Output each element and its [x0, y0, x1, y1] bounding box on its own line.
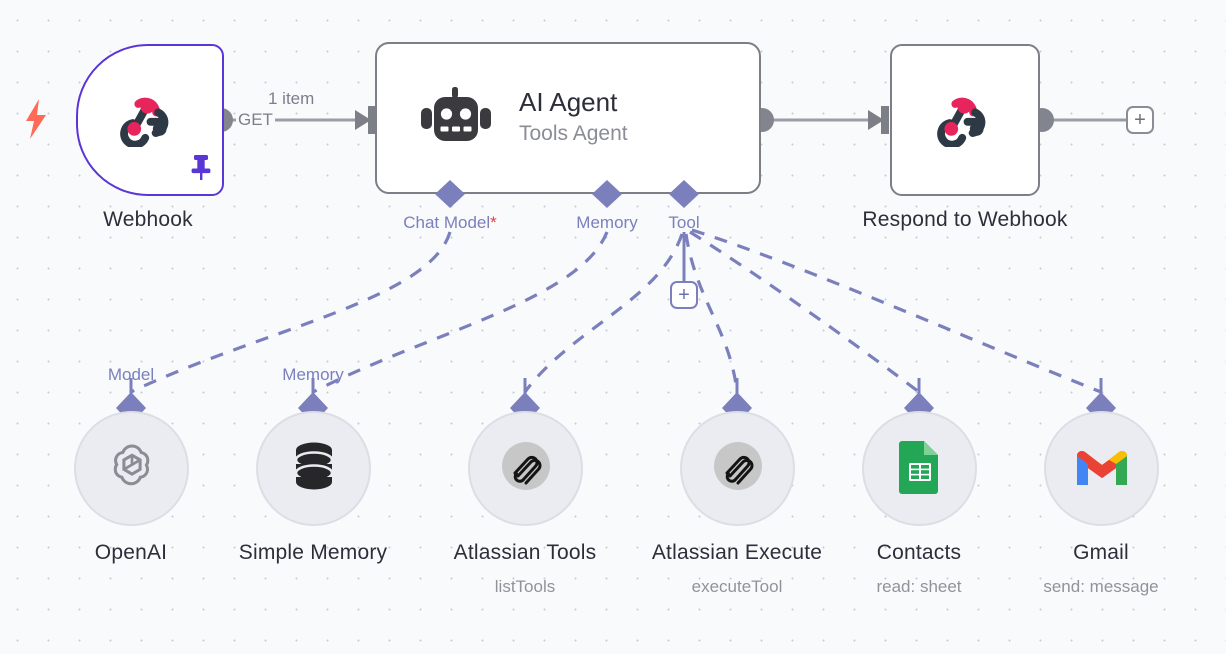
node-label-atlassian-execute: Atlassian Execute — [651, 541, 823, 564]
node-label-webhook: Webhook — [103, 208, 193, 231]
add-tool-button[interactable]: + — [670, 281, 698, 309]
port-label-memory: Memory — [576, 213, 638, 232]
sub-port-label-openai: Model — [107, 365, 155, 384]
database-icon — [289, 438, 339, 499]
node-simple-memory[interactable] — [256, 411, 371, 526]
node-label-atlassian-tools: Atlassian Tools — [453, 541, 597, 564]
node-atlassian-tools[interactable] — [468, 411, 583, 526]
node-contacts[interactable] — [862, 411, 977, 526]
sub-port-label-simple-memory: Memory — [282, 365, 344, 384]
connection-tool-to-atlassian-execute — [684, 233, 739, 393]
node-ai-agent[interactable]: AI Agent Tools Agent — [375, 42, 761, 194]
port-label-tool: Tool — [668, 213, 700, 232]
connection-tool-to-contacts — [689, 230, 920, 394]
node-label-gmail: Gmail — [1073, 541, 1129, 564]
required-marker: * — [490, 213, 497, 232]
node-sublabel-gmail: send: message — [1043, 577, 1159, 596]
lightning-bolt-icon — [22, 97, 50, 146]
connection-items-label: 1 item — [268, 89, 315, 108]
node-label-ai-agent: AI Agent — [519, 86, 618, 117]
node-atlassian-execute[interactable] — [680, 411, 795, 526]
node-label-contacts: Contacts — [876, 541, 962, 564]
node-sublabel-atlassian-execute: executeTool — [691, 577, 783, 596]
connection-method-label: GET — [236, 110, 275, 130]
webhook-icon — [930, 87, 1000, 151]
node-sublabel-ai-agent: Tools Agent — [519, 121, 628, 145]
connection-tool-to-atlassian-tools — [523, 233, 684, 393]
robot-icon — [419, 85, 493, 152]
node-label-openai: OpenAI — [94, 541, 168, 564]
port-label-chat-model-text: Chat Model — [403, 213, 491, 232]
node-sublabel-atlassian-tools: listTools — [494, 577, 556, 596]
atlassian-mcp-icon — [709, 437, 767, 500]
pin-icon[interactable] — [188, 152, 214, 187]
node-openai[interactable] — [74, 411, 189, 526]
gmail-icon — [1073, 444, 1131, 493]
add-node-plus-glyph: + — [1134, 109, 1146, 131]
connection-memory-to-simplememory — [312, 231, 609, 394]
add-tool-plus-glyph: + — [678, 284, 690, 306]
atlassian-mcp-icon — [497, 437, 555, 500]
google-sheets-icon — [898, 438, 942, 499]
webhook-icon — [113, 87, 183, 151]
connection-tool-to-gmail — [691, 228, 1102, 394]
connection-agent-to-respond — [762, 106, 889, 134]
openai-icon — [105, 439, 159, 498]
node-sublabel-contacts: read: sheet — [876, 577, 962, 596]
node-label-respond-to-webhook: Respond to Webhook — [862, 208, 1068, 231]
subnode-stems — [129, 378, 1103, 396]
add-node-button[interactable]: + — [1126, 106, 1154, 134]
port-label-chat-model: Chat Model* — [403, 213, 497, 233]
node-gmail[interactable] — [1044, 411, 1159, 526]
node-label-simple-memory: Simple Memory — [238, 541, 388, 564]
